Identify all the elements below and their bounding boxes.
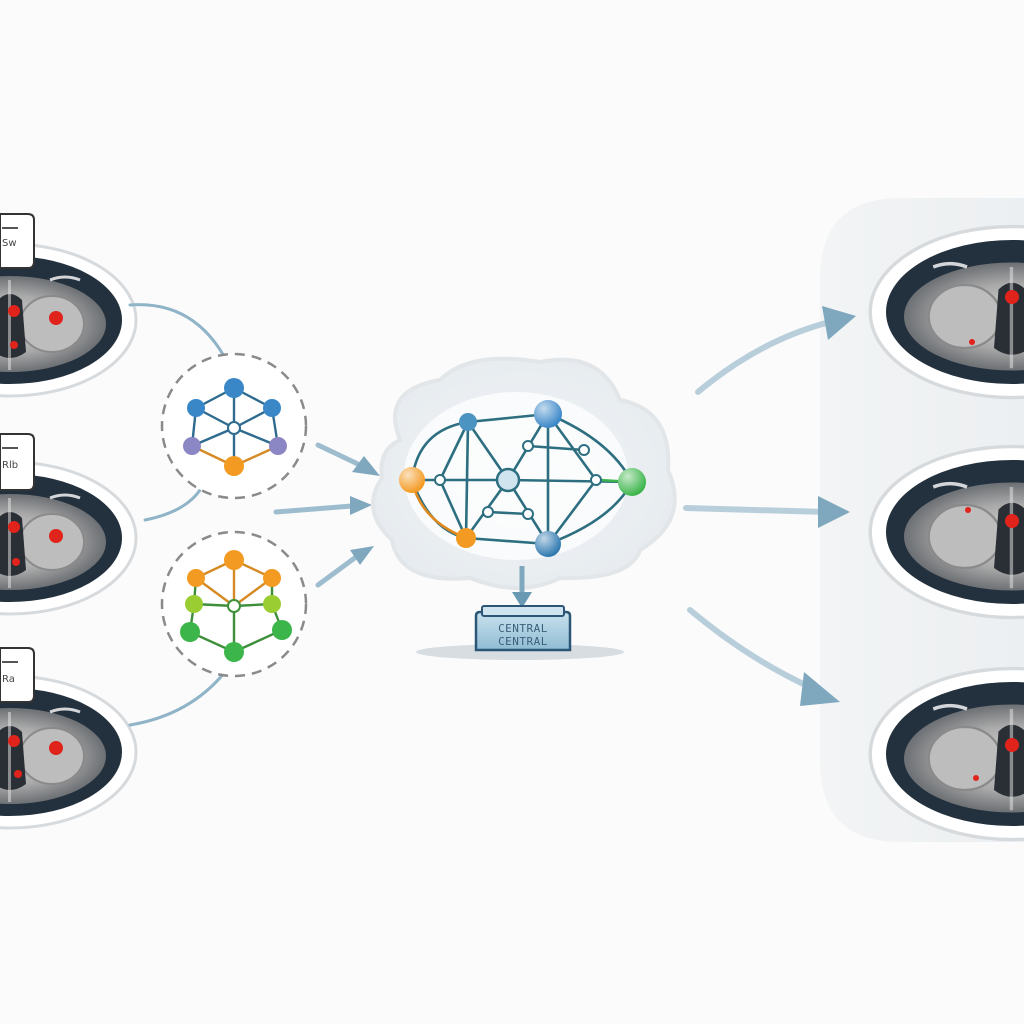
node xyxy=(618,468,646,496)
lesion-marker xyxy=(10,341,18,349)
lesion-marker xyxy=(973,775,979,781)
client-scan-1 xyxy=(0,242,138,398)
arrow-upload-2 xyxy=(273,503,355,515)
node xyxy=(180,622,200,642)
arrow-upload-1 xyxy=(315,442,365,469)
client-note-text: Sw xyxy=(2,238,17,249)
node xyxy=(224,378,244,398)
node xyxy=(227,421,241,435)
node xyxy=(187,569,205,587)
lesion-marker xyxy=(49,311,63,325)
arrowhead xyxy=(352,456,380,476)
central-server-label-2: CENTRAL xyxy=(498,635,548,648)
lesion-marker xyxy=(969,339,975,345)
download-arrow xyxy=(512,566,532,608)
node xyxy=(183,437,201,455)
output-scan-1 xyxy=(868,224,1024,400)
node xyxy=(590,474,602,486)
client-note-2: Rlb xyxy=(0,433,35,491)
output-scan-3 xyxy=(868,666,1024,842)
node xyxy=(269,437,287,455)
node xyxy=(578,444,590,456)
node xyxy=(187,399,205,417)
arrowhead xyxy=(800,672,840,706)
node xyxy=(224,550,244,570)
lesion-marker xyxy=(12,558,20,566)
arrowhead xyxy=(822,306,856,340)
connector-3 xyxy=(128,670,227,727)
lesion-marker xyxy=(49,529,63,543)
arrowhead xyxy=(818,496,850,528)
lesion-marker xyxy=(1005,738,1019,752)
node xyxy=(522,440,534,452)
lesion-marker xyxy=(1005,290,1019,304)
global-model xyxy=(399,400,646,557)
central-server-label-1: CENTRAL xyxy=(498,622,548,635)
central-server: CENTRAL CENTRAL xyxy=(416,605,624,660)
node xyxy=(459,413,477,431)
node xyxy=(224,642,244,662)
node xyxy=(456,528,476,548)
node xyxy=(482,506,494,518)
client-note-text: Rlb xyxy=(2,460,18,471)
lesion-marker xyxy=(49,741,63,755)
client-note-text: Ra xyxy=(2,674,15,685)
distribution-arrows xyxy=(683,306,856,706)
upload-arrows xyxy=(273,442,380,588)
node xyxy=(272,620,292,640)
node xyxy=(263,595,281,613)
node xyxy=(535,531,561,557)
lesion-marker xyxy=(14,770,22,778)
lesion-marker xyxy=(1005,514,1019,528)
node xyxy=(224,456,244,476)
arrow-distribute-3 xyxy=(687,607,815,691)
lesion-marker xyxy=(8,305,20,317)
client-note-1: Sw xyxy=(0,213,35,269)
local-model-1 xyxy=(160,352,308,500)
node xyxy=(399,467,425,493)
output-scan-2 xyxy=(868,444,1024,620)
local-model-2 xyxy=(160,530,308,678)
lesion-marker xyxy=(965,507,971,513)
node xyxy=(263,399,281,417)
node xyxy=(185,595,203,613)
lesion-marker xyxy=(8,735,20,747)
node xyxy=(227,599,241,613)
arrow-distribute-1 xyxy=(695,319,833,395)
arrow-distribute-2 xyxy=(683,505,829,515)
node xyxy=(434,474,446,486)
node xyxy=(522,508,534,520)
arrowhead xyxy=(350,546,374,565)
client-scan-2 xyxy=(0,460,138,616)
arrowhead xyxy=(350,496,372,515)
lesion-marker xyxy=(8,521,20,533)
node xyxy=(495,467,521,493)
connector-2 xyxy=(143,488,202,522)
client-note-3: Ra xyxy=(0,647,35,703)
arrow-upload-3 xyxy=(315,554,359,588)
client-scan-3 xyxy=(0,674,138,830)
node xyxy=(263,569,281,587)
node xyxy=(534,400,562,428)
